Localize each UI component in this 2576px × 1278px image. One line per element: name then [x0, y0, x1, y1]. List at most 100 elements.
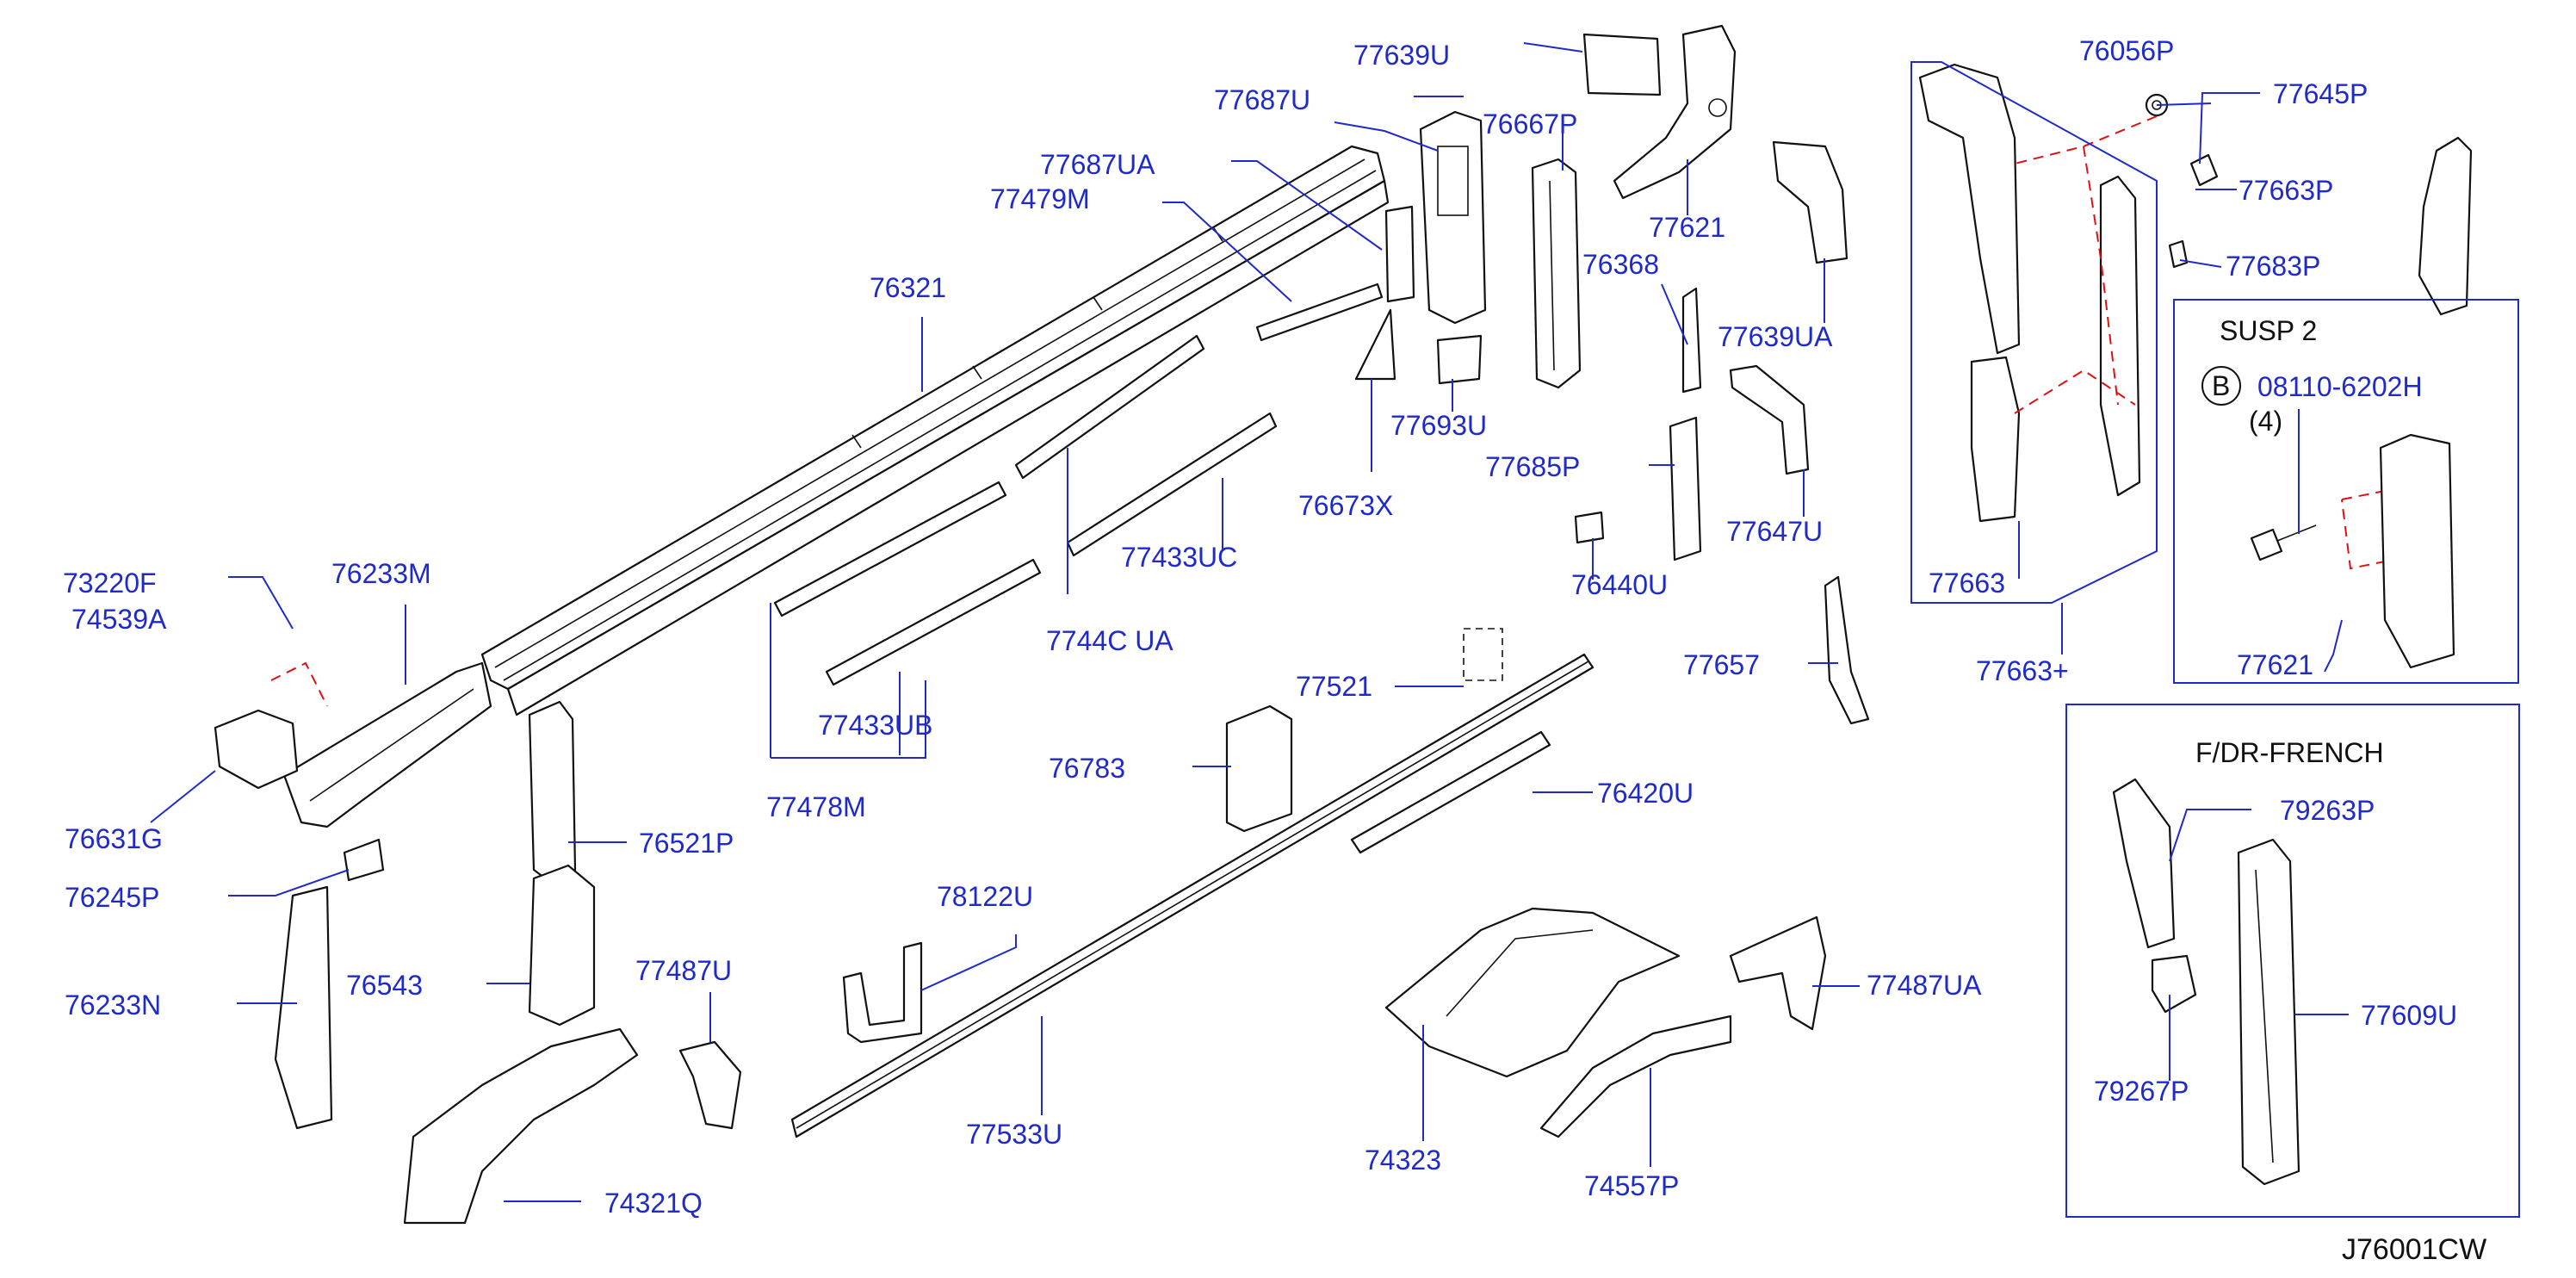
label-76368[interactable]: 76368 — [1582, 249, 1659, 280]
french-box-title: F/DR-FRENCH — [2195, 737, 2384, 768]
label-77487U[interactable]: 77487U — [635, 955, 732, 986]
label-76631G[interactable]: 76631G — [65, 823, 163, 854]
part-77487U-bracket — [678, 1040, 742, 1130]
part-77478M-strip — [773, 481, 1042, 686]
label-74557P[interactable]: 74557P — [1584, 1170, 1679, 1201]
part-77479M-strip — [1255, 282, 1384, 342]
part-bolt-08110-6202H — [2250, 433, 2455, 669]
label-77479M[interactable]: 77479M — [990, 183, 1090, 214]
label-77621[interactable]: 77621 — [1649, 212, 1725, 243]
label-77621b[interactable]: 77621 — [2237, 649, 2313, 680]
part-76420U-strip — [1350, 730, 1551, 854]
part-76233N-pillar — [274, 885, 333, 1130]
label-77693U[interactable]: 77693U — [1390, 410, 1487, 441]
label-77440UA[interactable]: 7744C UA — [1046, 625, 1173, 656]
label-74323[interactable]: 74323 — [1365, 1145, 1441, 1176]
label-77478M[interactable]: 77478M — [766, 791, 866, 822]
label-76056P[interactable]: 76056P — [2079, 35, 2174, 66]
part-77433UC-strip — [1014, 334, 1278, 557]
part-77685P-panel — [1669, 416, 1702, 561]
label-76783[interactable]: 76783 — [1049, 753, 1125, 784]
part-77533U-sill — [790, 653, 1595, 1138]
french-box: F/DR-FRENCH — [2195, 737, 2384, 768]
part-78122U-bracket — [842, 941, 923, 1044]
susp-box: SUSP 2 B 08110-6202H (4) — [2201, 315, 2423, 437]
label-76673X[interactable]: 76673X — [1298, 490, 1393, 521]
part-77639UA-bracket — [1772, 140, 1848, 264]
susp-box-title: SUSP 2 — [2220, 315, 2317, 346]
frame-french-box — [2065, 704, 2520, 1218]
part-76440U-plate — [1574, 511, 1605, 544]
label-77639UA[interactable]: 77639UA — [1718, 321, 1833, 352]
part-77647U-bracket — [1729, 364, 1810, 475]
label-08110-6202H[interactable]: 08110-6202H — [2257, 371, 2423, 402]
part-76783-bracket — [1225, 704, 1293, 833]
label-73220F[interactable]: 73220F — [63, 568, 157, 599]
part-77657-bracket — [1824, 575, 1870, 725]
label-76667P[interactable]: 76667P — [1483, 109, 1577, 140]
label-76233N[interactable]: 76233N — [65, 990, 161, 1021]
part-79267P-french — [2151, 954, 2197, 1014]
part-76368-panel — [1681, 287, 1702, 394]
label-77663[interactable]: 77663 — [1929, 568, 2005, 599]
frame-susp-box — [2173, 299, 2519, 684]
part-77521-panel — [1463, 628, 1503, 681]
label-77685P[interactable]: 77685P — [1485, 451, 1580, 482]
part-77639U-bracket — [1582, 33, 1662, 96]
label-77663P[interactable]: 77663P — [2239, 175, 2333, 206]
label-76543[interactable]: 76543 — [346, 970, 423, 1001]
part-labels: 77639U 77687U 77687UA 77479M 76321 76667… — [63, 35, 2457, 1219]
label-77609U[interactable]: 77609U — [2361, 1000, 2457, 1031]
label-77487UA[interactable]: 77487UA — [1867, 970, 1982, 1001]
part-77693U-bracket — [1436, 334, 1483, 385]
bolt-symbol-letter: B — [2212, 370, 2230, 401]
part-77487UA-bracket — [1729, 915, 1827, 1031]
diagram-code: J76001CW — [2342, 1233, 2486, 1266]
part-76673X-triangle — [1354, 308, 1396, 381]
label-77645P[interactable]: 77645P — [2273, 78, 2368, 109]
label-74539A[interactable]: 74539A — [71, 604, 167, 635]
part-77663-assembly — [1918, 63, 2141, 523]
label-77433UB[interactable]: 77433UB — [818, 710, 932, 741]
part-76321-roof-rail — [480, 145, 1390, 717]
label-77657[interactable]: 77657 — [1683, 649, 1760, 680]
label-78122U[interactable]: 78122U — [937, 881, 1033, 912]
label-77663plus[interactable]: 77663+ — [1976, 655, 2069, 686]
label-77683P[interactable]: 77683P — [2226, 251, 2320, 282]
part-79263P-french — [2112, 778, 2176, 949]
part-76631G-bracket — [214, 709, 299, 790]
part-76245P-small — [343, 838, 385, 882]
leader-lines — [150, 42, 2349, 1202]
part-74323-wheelhouse — [1384, 907, 1681, 1078]
label-76233M[interactable]: 76233M — [331, 558, 431, 589]
label-76420U[interactable]: 76420U — [1597, 778, 1694, 809]
label-77687UA[interactable]: 77687UA — [1040, 149, 1155, 180]
label-77533U[interactable]: 77533U — [966, 1119, 1062, 1150]
part-76521P-pillar — [528, 700, 596, 1027]
label-79263P[interactable]: 79263P — [2280, 795, 2375, 826]
part-74321Q-arch — [403, 1027, 639, 1225]
label-77521[interactable]: 77521 — [1296, 671, 1372, 702]
label-74321Q[interactable]: 74321Q — [604, 1188, 703, 1219]
part-77683P-cap — [2168, 239, 2189, 269]
part-74557P-extension — [1539, 1014, 1732, 1138]
part-76667P-column — [1531, 158, 1582, 389]
part-77621-plate — [1613, 24, 1737, 200]
label-77433UC[interactable]: 77433UC — [1121, 542, 1237, 573]
label-77687U[interactable]: 77687U — [1214, 84, 1310, 115]
label-77647U[interactable]: 77647U — [1726, 516, 1823, 547]
label-77639U[interactable]: 77639U — [1353, 40, 1450, 71]
label-76440U[interactable]: 76440U — [1571, 569, 1668, 600]
bolt-quantity: (4) — [2249, 406, 2282, 437]
part-77645P-cap — [2189, 153, 2219, 187]
label-76321[interactable]: 76321 — [870, 272, 946, 303]
bolt-symbol-circle — [2201, 366, 2241, 406]
part-77609U-french — [2237, 838, 2300, 1186]
frame-77663-group — [1910, 61, 2158, 604]
label-79267P[interactable]: 79267P — [2094, 1076, 2189, 1107]
label-76245P[interactable]: 76245P — [65, 882, 159, 913]
part-77663P-part — [2418, 136, 2473, 316]
label-76521P[interactable]: 76521P — [639, 828, 734, 859]
part-76233M-pillar — [282, 661, 492, 828]
